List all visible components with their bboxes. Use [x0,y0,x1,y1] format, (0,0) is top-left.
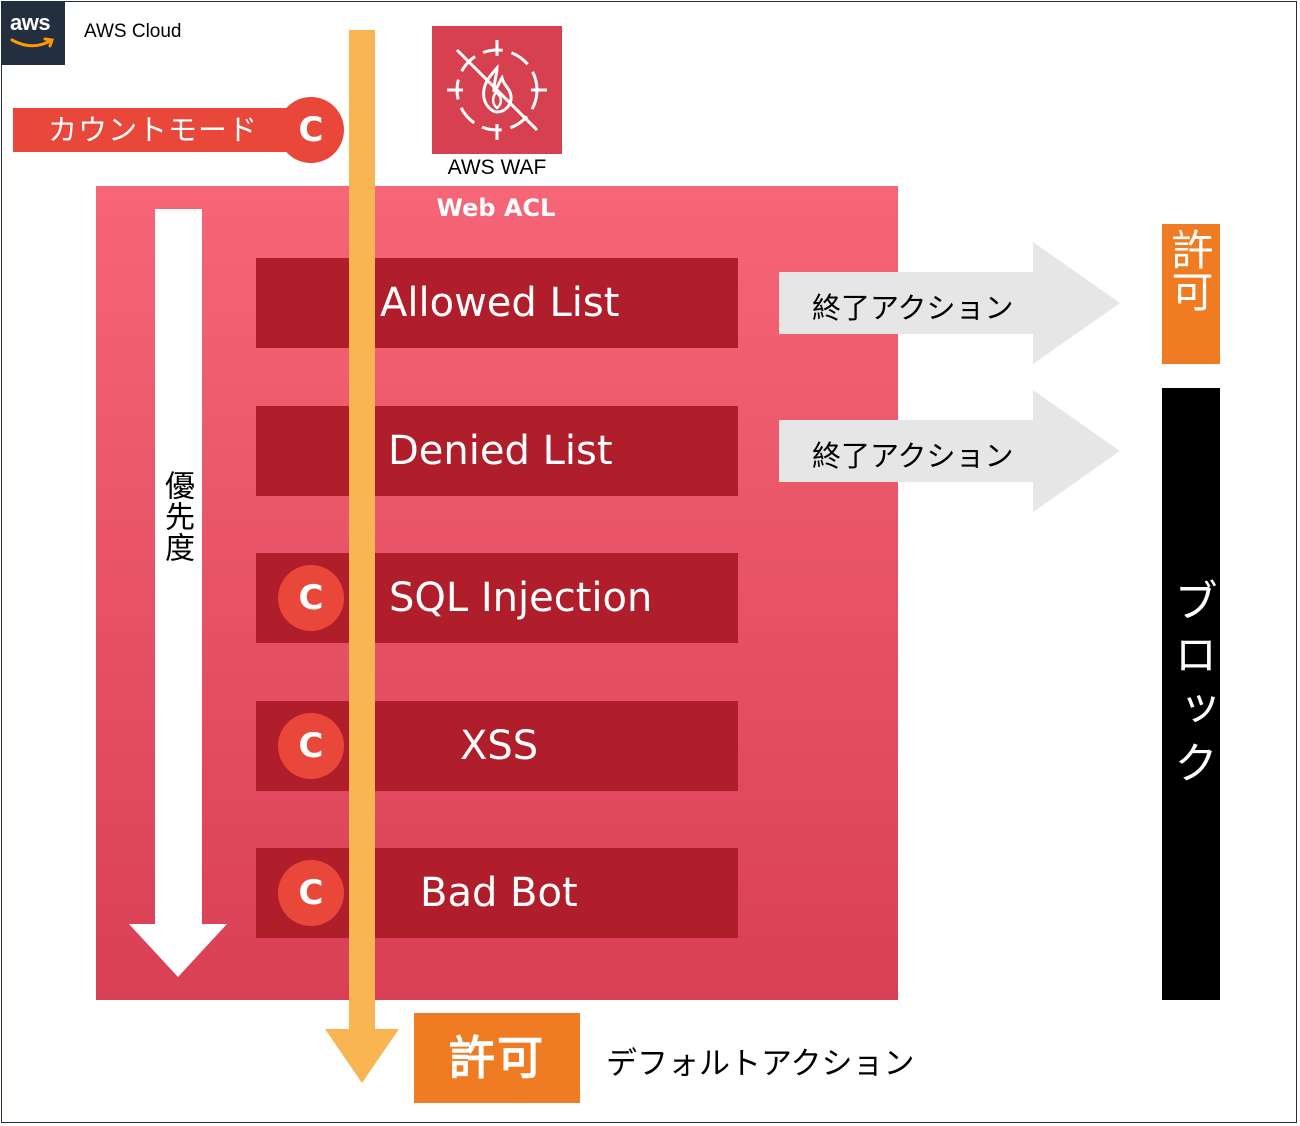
terminating-action-label-block: 終了アクション [812,439,1014,473]
outcome-allow-label: 許可 [1165,228,1214,312]
count-mode-banner [13,108,313,152]
aws-smile-icon [10,37,54,48]
aws-logo-text: aws [10,10,51,35]
count-badge-bad-bot: C [278,860,344,926]
rule-label-denied-list: Denied List [388,428,613,474]
rule-label-sql-injection: SQL Injection [389,575,653,621]
rule-denied-list [256,406,738,496]
waf-flame-icon [447,40,547,140]
count-mode-badge: C [278,97,344,163]
cloud-label: AWS Cloud [84,21,182,42]
count-badge-sql-injection: C [278,565,344,631]
rule-label-allowed-list: Allowed List [380,280,620,326]
rule-label-xss: XSS [460,723,539,769]
rule-allowed-list [256,258,738,348]
priority-arrow [129,209,227,977]
default-action-value: 許可 [414,1013,580,1103]
terminating-arrow-block [779,390,1120,512]
aws-logo-icon: aws [1,1,65,65]
count-badge-xss: C [278,713,344,779]
default-action-label: デフォルトアクション [606,1046,915,1082]
request-flow-arrow [325,30,399,1083]
outcome-allow-box [1162,224,1220,364]
web-acl-label: Web ACL [436,194,556,222]
terminating-arrow-allow [779,242,1120,364]
count-mode-label: カウントモード [48,113,259,147]
rule-label-bad-bot: Bad Bot [420,870,578,916]
priority-label: 優先度 [159,470,194,563]
outcome-block-box [1162,388,1220,1000]
waf-service-label: AWS WAF [447,156,547,179]
outcome-block-label: ブロック [1166,578,1217,794]
waf-service-icon [432,26,562,154]
terminating-action-label-allow: 終了アクション [812,291,1014,325]
